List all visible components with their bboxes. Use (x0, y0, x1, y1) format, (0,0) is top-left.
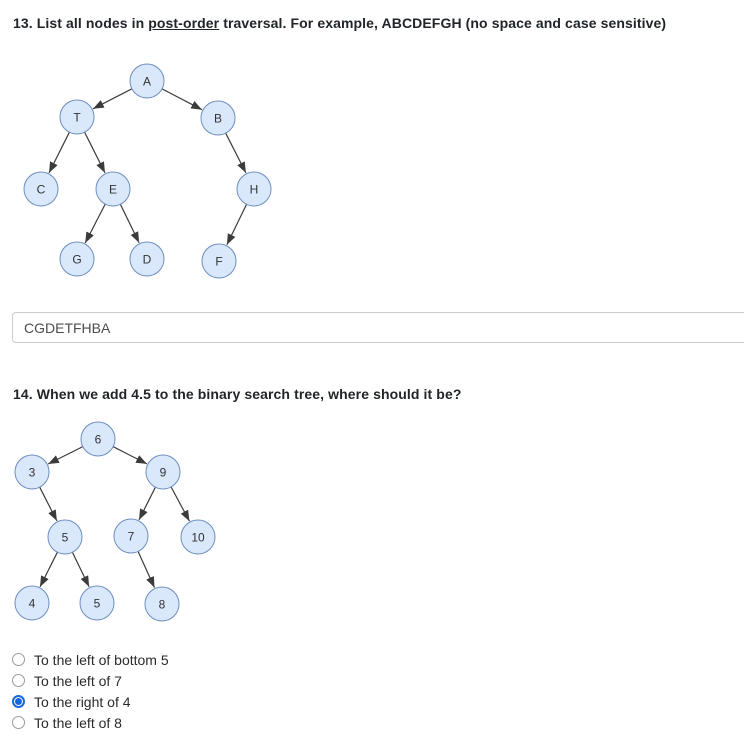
tree-node: D (129, 241, 165, 277)
tree-node-circle (14, 454, 50, 490)
tree-node-label: T (73, 111, 81, 125)
tree-node: C (23, 171, 59, 207)
tree-node-circle (129, 241, 165, 277)
tree-node: G (59, 241, 95, 277)
tree-node-circle (80, 421, 116, 457)
tree-edge (170, 486, 191, 522)
radio-unselected-icon[interactable] (12, 653, 25, 666)
tree-edge (112, 446, 148, 465)
tree-node: 3 (14, 454, 50, 490)
tree-node-label: 6 (95, 433, 102, 447)
tree-edge (138, 486, 156, 521)
tree-node: 7 (113, 518, 149, 554)
tree-node-circle (59, 241, 95, 277)
tree-node-circle (14, 585, 50, 621)
tree-edge (84, 131, 106, 174)
q13-answer-input[interactable] (12, 312, 744, 343)
tree-edge (137, 551, 156, 588)
tree-node-circle (236, 171, 272, 207)
q13-title-prefix: 13. List all nodes in (13, 15, 149, 31)
tree-node-label: 8 (159, 598, 166, 612)
radio-option-2[interactable]: To the left of 7 (12, 670, 169, 691)
tree-node: A (129, 63, 165, 99)
tree-node-circle (47, 519, 83, 555)
tree-node-circle (113, 518, 149, 554)
tree-node-label: 7 (128, 530, 135, 544)
tree-edge (48, 131, 70, 174)
tree-node-label: B (214, 112, 222, 126)
tree-node-circle (59, 99, 95, 135)
tree-node-label: 9 (160, 466, 167, 480)
tree-edge (84, 203, 106, 244)
tree-node-label: 3 (29, 466, 36, 480)
tree-node-circle (180, 519, 216, 555)
radio-selected-icon[interactable] (12, 695, 25, 708)
tree-node: E (95, 171, 131, 207)
tree-node-circle (95, 171, 131, 207)
q14-tree-diagram: 6 3 9 5 7 10 4 5 8 (14, 421, 216, 622)
tree-node: F (201, 243, 237, 279)
tree-node-label: G (72, 253, 81, 267)
tree-edge (225, 132, 247, 174)
radio-option-1[interactable]: To the left of bottom 5 (12, 649, 169, 670)
tree-node: 5 (47, 519, 83, 555)
radio-option-label: To the left of 8 (34, 714, 122, 731)
tree-node-label: 5 (62, 531, 69, 545)
tree-node-label: 5 (94, 597, 101, 611)
tree-node-label: A (143, 75, 151, 89)
tree-node-label: F (215, 255, 222, 269)
tree-node: 5 (79, 585, 115, 621)
radio-unselected-icon[interactable] (12, 716, 25, 729)
radio-option-label: To the left of 7 (34, 672, 122, 689)
radio-unselected-icon[interactable] (12, 674, 25, 687)
tree-node: 4 (14, 585, 50, 621)
tree-edge (92, 88, 133, 110)
tree-node-circle (129, 63, 165, 99)
tree-node-circle (200, 100, 236, 136)
tree-node: 9 (145, 454, 181, 490)
tree-edge (71, 552, 90, 588)
tree-node-label: 10 (191, 531, 205, 545)
tree-node-circle (144, 586, 180, 622)
tree-edge (226, 204, 248, 246)
question-14-title: 14. When we add 4.5 to the binary search… (13, 386, 462, 402)
tree-node-circle (145, 454, 181, 490)
tree-edge (39, 486, 58, 522)
tree-node: H (236, 171, 272, 207)
tree-node-label: H (250, 183, 259, 197)
tree-node-circle (23, 171, 59, 207)
tree-node-label: D (143, 253, 152, 267)
tree-node-circle (201, 243, 237, 279)
radio-option-label: To the right of 4 (34, 693, 131, 710)
q13-tree-diagram: A T B C E H G D F (23, 63, 272, 279)
tree-node: 8 (144, 586, 180, 622)
tree-edge (47, 446, 84, 465)
question-13-title: 13. List all nodes in post-order travers… (13, 15, 666, 31)
tree-node-label: 4 (29, 597, 36, 611)
tree-node: T (59, 99, 95, 135)
radio-option-4[interactable]: To the left of 8 (12, 712, 169, 733)
tree-node-circle (79, 585, 115, 621)
radio-option-3[interactable]: To the right of 4 (12, 691, 169, 712)
tree-edge (119, 204, 140, 244)
radio-option-label: To the left of bottom 5 (34, 651, 169, 668)
q13-title-suffix: traversal. For example, ABCDEFGH (no spa… (219, 15, 667, 31)
tree-node: B (200, 100, 236, 136)
tree-edge (161, 88, 203, 111)
q13-title-underlined-term: post-order (148, 15, 220, 31)
tree-node-label: C (37, 183, 46, 197)
tree-node: 6 (80, 421, 116, 457)
tree-node: 10 (180, 519, 216, 555)
tree-edge (39, 551, 58, 588)
tree-node-label: E (109, 183, 117, 197)
q14-options-group: To the left of bottom 5 To the left of 7 T… (12, 649, 169, 733)
